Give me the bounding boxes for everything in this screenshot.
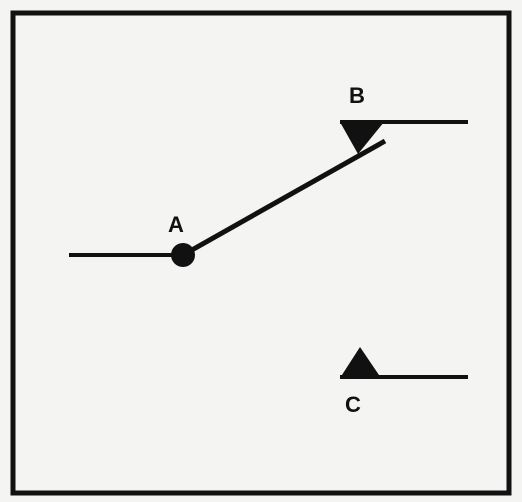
switch-arm xyxy=(181,138,387,258)
pivot-a-dot xyxy=(171,243,195,267)
label-b: B xyxy=(349,83,365,108)
contact-c-triangle xyxy=(340,347,381,378)
contact-b-triangle xyxy=(340,122,384,154)
label-a: A xyxy=(168,212,184,237)
outer-frame xyxy=(10,10,512,496)
label-c: C xyxy=(345,392,361,417)
